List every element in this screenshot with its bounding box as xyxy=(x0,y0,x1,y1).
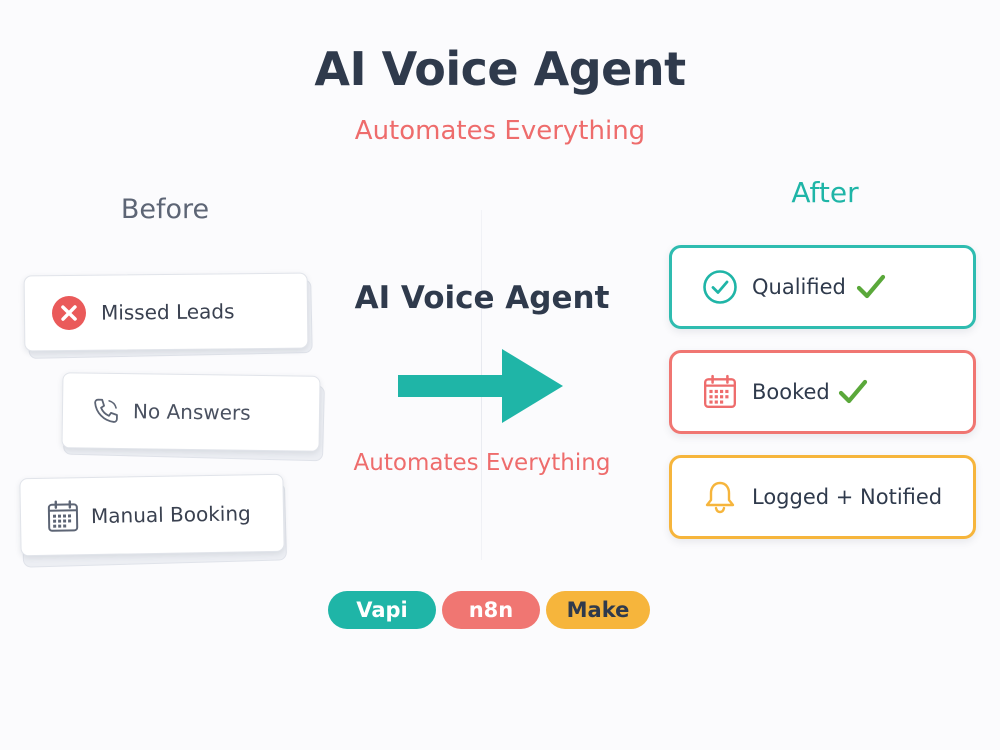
tool-badge-vapi: Vapi xyxy=(328,591,436,629)
after-card-qualified: Qualified xyxy=(669,245,976,329)
after-item-label: Booked xyxy=(752,380,830,404)
center-title: AI Voice Agent xyxy=(354,280,610,316)
after-item-label: Logged + Notified xyxy=(752,485,943,509)
arrow-right-icon xyxy=(398,349,568,427)
after-card-booked: Booked xyxy=(669,350,976,434)
before-card-no-answers: No Answers xyxy=(58,370,328,465)
checkmark-icon xyxy=(856,273,886,301)
after-heading: After xyxy=(791,176,859,209)
page-title: AI Voice Agent xyxy=(314,42,686,96)
calendar-icon xyxy=(45,498,82,535)
tool-badge-n8n: n8n xyxy=(442,591,540,629)
before-item-label: Missed Leads xyxy=(100,299,235,325)
before-item-label: Manual Booking xyxy=(90,501,251,529)
after-item-label: Qualified xyxy=(752,275,846,299)
center-subtitle: Automates Everything xyxy=(353,450,611,476)
checkmark-icon xyxy=(838,378,868,406)
tool-badge-make: Make xyxy=(546,591,650,629)
check-circle-icon xyxy=(702,269,738,305)
phone-icon xyxy=(89,394,123,428)
before-item-label: No Answers xyxy=(132,399,251,425)
before-card-manual-booking: Manual Booking xyxy=(14,470,294,570)
after-card-logged-notified: Logged + Notified xyxy=(669,455,976,539)
x-circle-icon xyxy=(49,293,89,333)
before-heading: Before xyxy=(120,194,210,225)
calendar-icon xyxy=(702,374,738,410)
bell-icon xyxy=(702,479,738,515)
page-subtitle: Automates Everything xyxy=(354,116,646,146)
before-card-missed-leads: Missed Leads xyxy=(20,268,320,363)
